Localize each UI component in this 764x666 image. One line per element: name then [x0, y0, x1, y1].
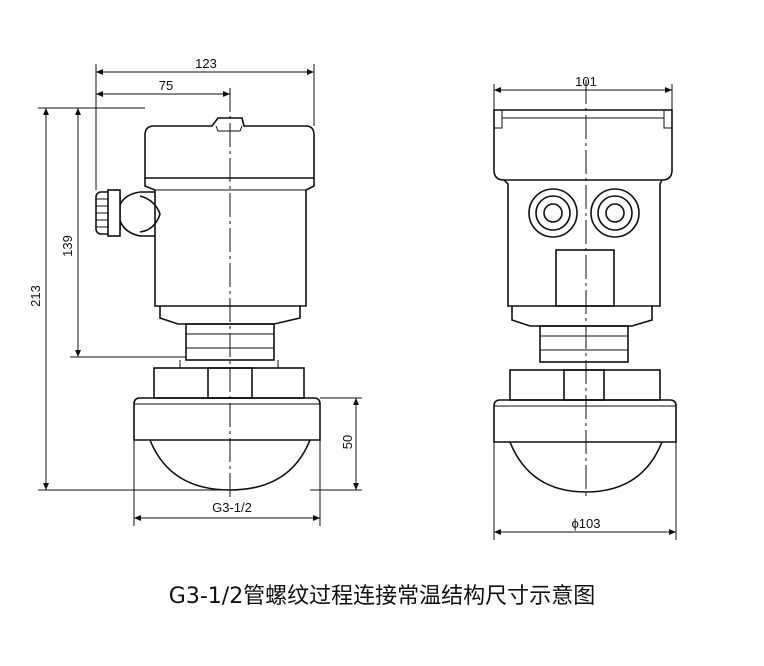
dome-front — [509, 441, 663, 493]
housing-cap — [144, 117, 315, 179]
dim-width-overall: 123 — [195, 56, 217, 71]
front-view — [493, 80, 677, 500]
display-window — [555, 249, 615, 307]
side-dimensions: 123 75 213 139 50 G3-1/2 — [28, 56, 362, 526]
cable-gland-icon — [95, 189, 161, 237]
dim-flange-height: 50 — [340, 435, 355, 449]
dim-width-right: 101 — [575, 74, 597, 89]
dim-width-axis: 75 — [159, 78, 173, 93]
hex-nut — [153, 367, 305, 399]
housing-cap-front — [493, 109, 673, 181]
figure-caption: G3-1/2管螺纹过程连接常温结构尺寸示意图 — [168, 584, 596, 609]
dim-thread: G3-1/2 — [212, 500, 252, 515]
front-dimensions: 101 ϕ103 — [493, 74, 677, 540]
cable-gland-icon — [590, 188, 640, 238]
side-view — [95, 88, 321, 500]
dim-height-upper: 139 — [60, 235, 75, 257]
hex-nut-front — [509, 369, 661, 401]
dim-height-total: 213 — [28, 285, 43, 307]
cable-gland-icon — [528, 188, 578, 238]
housing-body-front — [503, 179, 663, 307]
dim-diameter: ϕ103 — [572, 516, 601, 531]
